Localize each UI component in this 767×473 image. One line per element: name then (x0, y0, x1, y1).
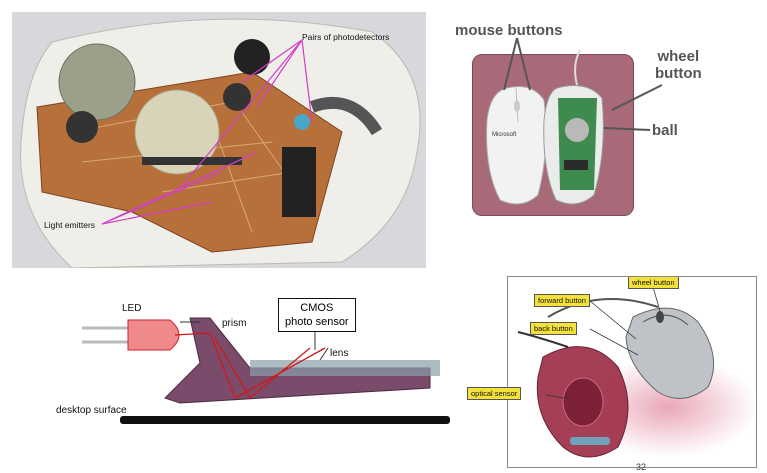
tag-back-button: back button (530, 322, 577, 335)
mouse-components-photo: Microsoft mouse buttons wheel button bal… (452, 10, 752, 220)
label-desktop-surface: desktop surface (56, 405, 127, 416)
page-number: 32 (636, 462, 647, 472)
label-lens: lens (330, 348, 349, 359)
tag-forward-button: forward button (534, 294, 590, 307)
brand-label: Microsoft (492, 132, 517, 138)
ball-mouse-photo: Pairs of photodetectors Light emitters (12, 12, 426, 268)
label-photodetectors: Pairs of photodetectors (302, 32, 390, 42)
label-cmos-sensor: CMOS photo sensor (278, 298, 356, 332)
optical-diagram-illustration (82, 317, 450, 424)
label-led: LED (122, 303, 142, 314)
optical-mouse-illustration (517, 286, 756, 458)
label-mouse-buttons: mouse buttons (455, 22, 563, 39)
label-wheel-button: wheel button (655, 48, 702, 82)
optical-mouse-photo: wheel button forward button back button … (507, 276, 757, 468)
ball-mouse-illustration (12, 12, 426, 268)
label-light-emitters: Light emitters (44, 220, 96, 230)
tag-wheel-button: wheel button (628, 277, 679, 289)
optical-sensor-diagram: LED prism CMOS photo sensor lens desktop… (10, 288, 450, 438)
tag-optical-sensor-visible: optical sensor (467, 387, 522, 400)
label-prism: prism (222, 318, 247, 329)
mouse-components-illustration (486, 37, 663, 205)
label-ball: ball (652, 122, 678, 139)
